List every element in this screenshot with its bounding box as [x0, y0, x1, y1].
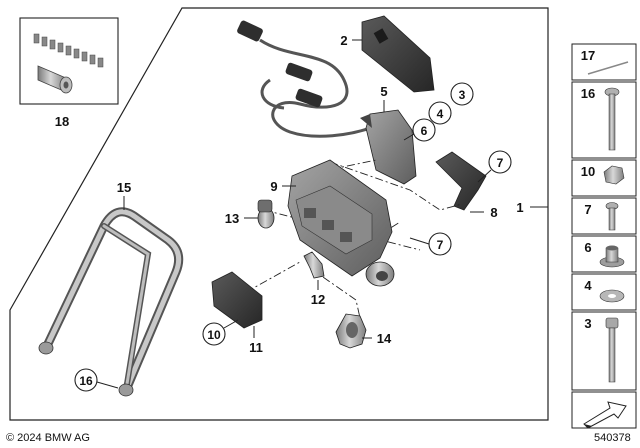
callout-3: 3 [459, 88, 466, 102]
key-set-illustration [33, 33, 104, 94]
callout-10: 10 [207, 328, 221, 342]
callout-8: 8 [490, 205, 497, 220]
control-unit-9 [287, 159, 395, 287]
bolt-16 [604, 87, 620, 151]
diagram-number: 540378 [594, 432, 631, 444]
parts-sidebar [571, 43, 637, 429]
navigation-arrow-icon[interactable] [583, 401, 627, 429]
circle-7-top [488, 150, 512, 174]
main-assembly-outline [9, 7, 549, 421]
bushing-6 [599, 245, 625, 268]
clamp-8 [435, 151, 487, 211]
washer-4 [599, 289, 625, 303]
bracket-plate-2 [361, 15, 435, 93]
frame-end-left [38, 341, 54, 355]
circle-6 [412, 118, 436, 142]
nut-10 [603, 165, 625, 185]
frame-end-right [118, 383, 134, 397]
sidebar-17: 17 [581, 48, 595, 63]
callout-6: 6 [421, 124, 428, 138]
callout-5: 5 [380, 84, 387, 99]
sidebar-10: 10 [581, 164, 595, 179]
knob-13 [257, 199, 275, 229]
sidebar-4: 4 [584, 278, 592, 293]
circle-10 [202, 322, 226, 346]
callout-18: 18 [55, 114, 69, 129]
sidebar-3: 3 [584, 316, 591, 331]
cable-harness [237, 20, 377, 138]
callout-11: 11 [249, 340, 263, 355]
bolt-3 [605, 317, 619, 383]
callout-7-mid: 7 [437, 238, 444, 252]
mount-bracket-5 [360, 109, 417, 185]
callout-4: 4 [437, 107, 444, 121]
sidebar-7: 7 [584, 202, 591, 217]
bracket-12 [303, 251, 325, 279]
callout-12: 12 [311, 292, 325, 307]
circle-4 [428, 101, 452, 125]
clip-14 [335, 313, 367, 349]
kit-box-18 [19, 17, 119, 105]
callout-9: 9 [270, 179, 277, 194]
callout-14: 14 [377, 331, 392, 346]
sidebar-16: 16 [581, 86, 595, 101]
callout-13: 13 [225, 211, 239, 226]
callout-1: 1 [516, 200, 523, 215]
copyright-text: © 2024 BMW AG [6, 432, 90, 444]
sidebar-6: 6 [584, 240, 591, 255]
circle-3 [450, 82, 474, 106]
callout-2: 2 [340, 33, 347, 48]
cover-11 [211, 271, 263, 329]
callout-16: 16 [79, 374, 93, 388]
callout-7-top: 7 [497, 156, 504, 170]
pin-17 [587, 61, 629, 75]
tube-frame-15 [41, 207, 184, 395]
circle-16 [74, 368, 98, 392]
callout-15: 15 [117, 180, 131, 195]
screw-7 [605, 202, 619, 231]
